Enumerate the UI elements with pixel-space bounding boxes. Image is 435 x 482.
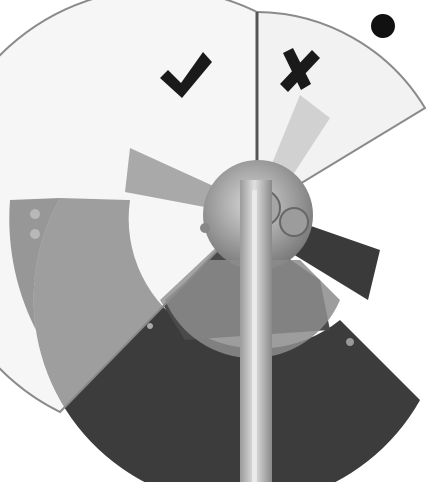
marker-dot bbox=[371, 14, 395, 38]
drive-shaft bbox=[240, 180, 272, 482]
blade-rivet bbox=[147, 323, 153, 329]
guard-rivet bbox=[346, 338, 354, 346]
